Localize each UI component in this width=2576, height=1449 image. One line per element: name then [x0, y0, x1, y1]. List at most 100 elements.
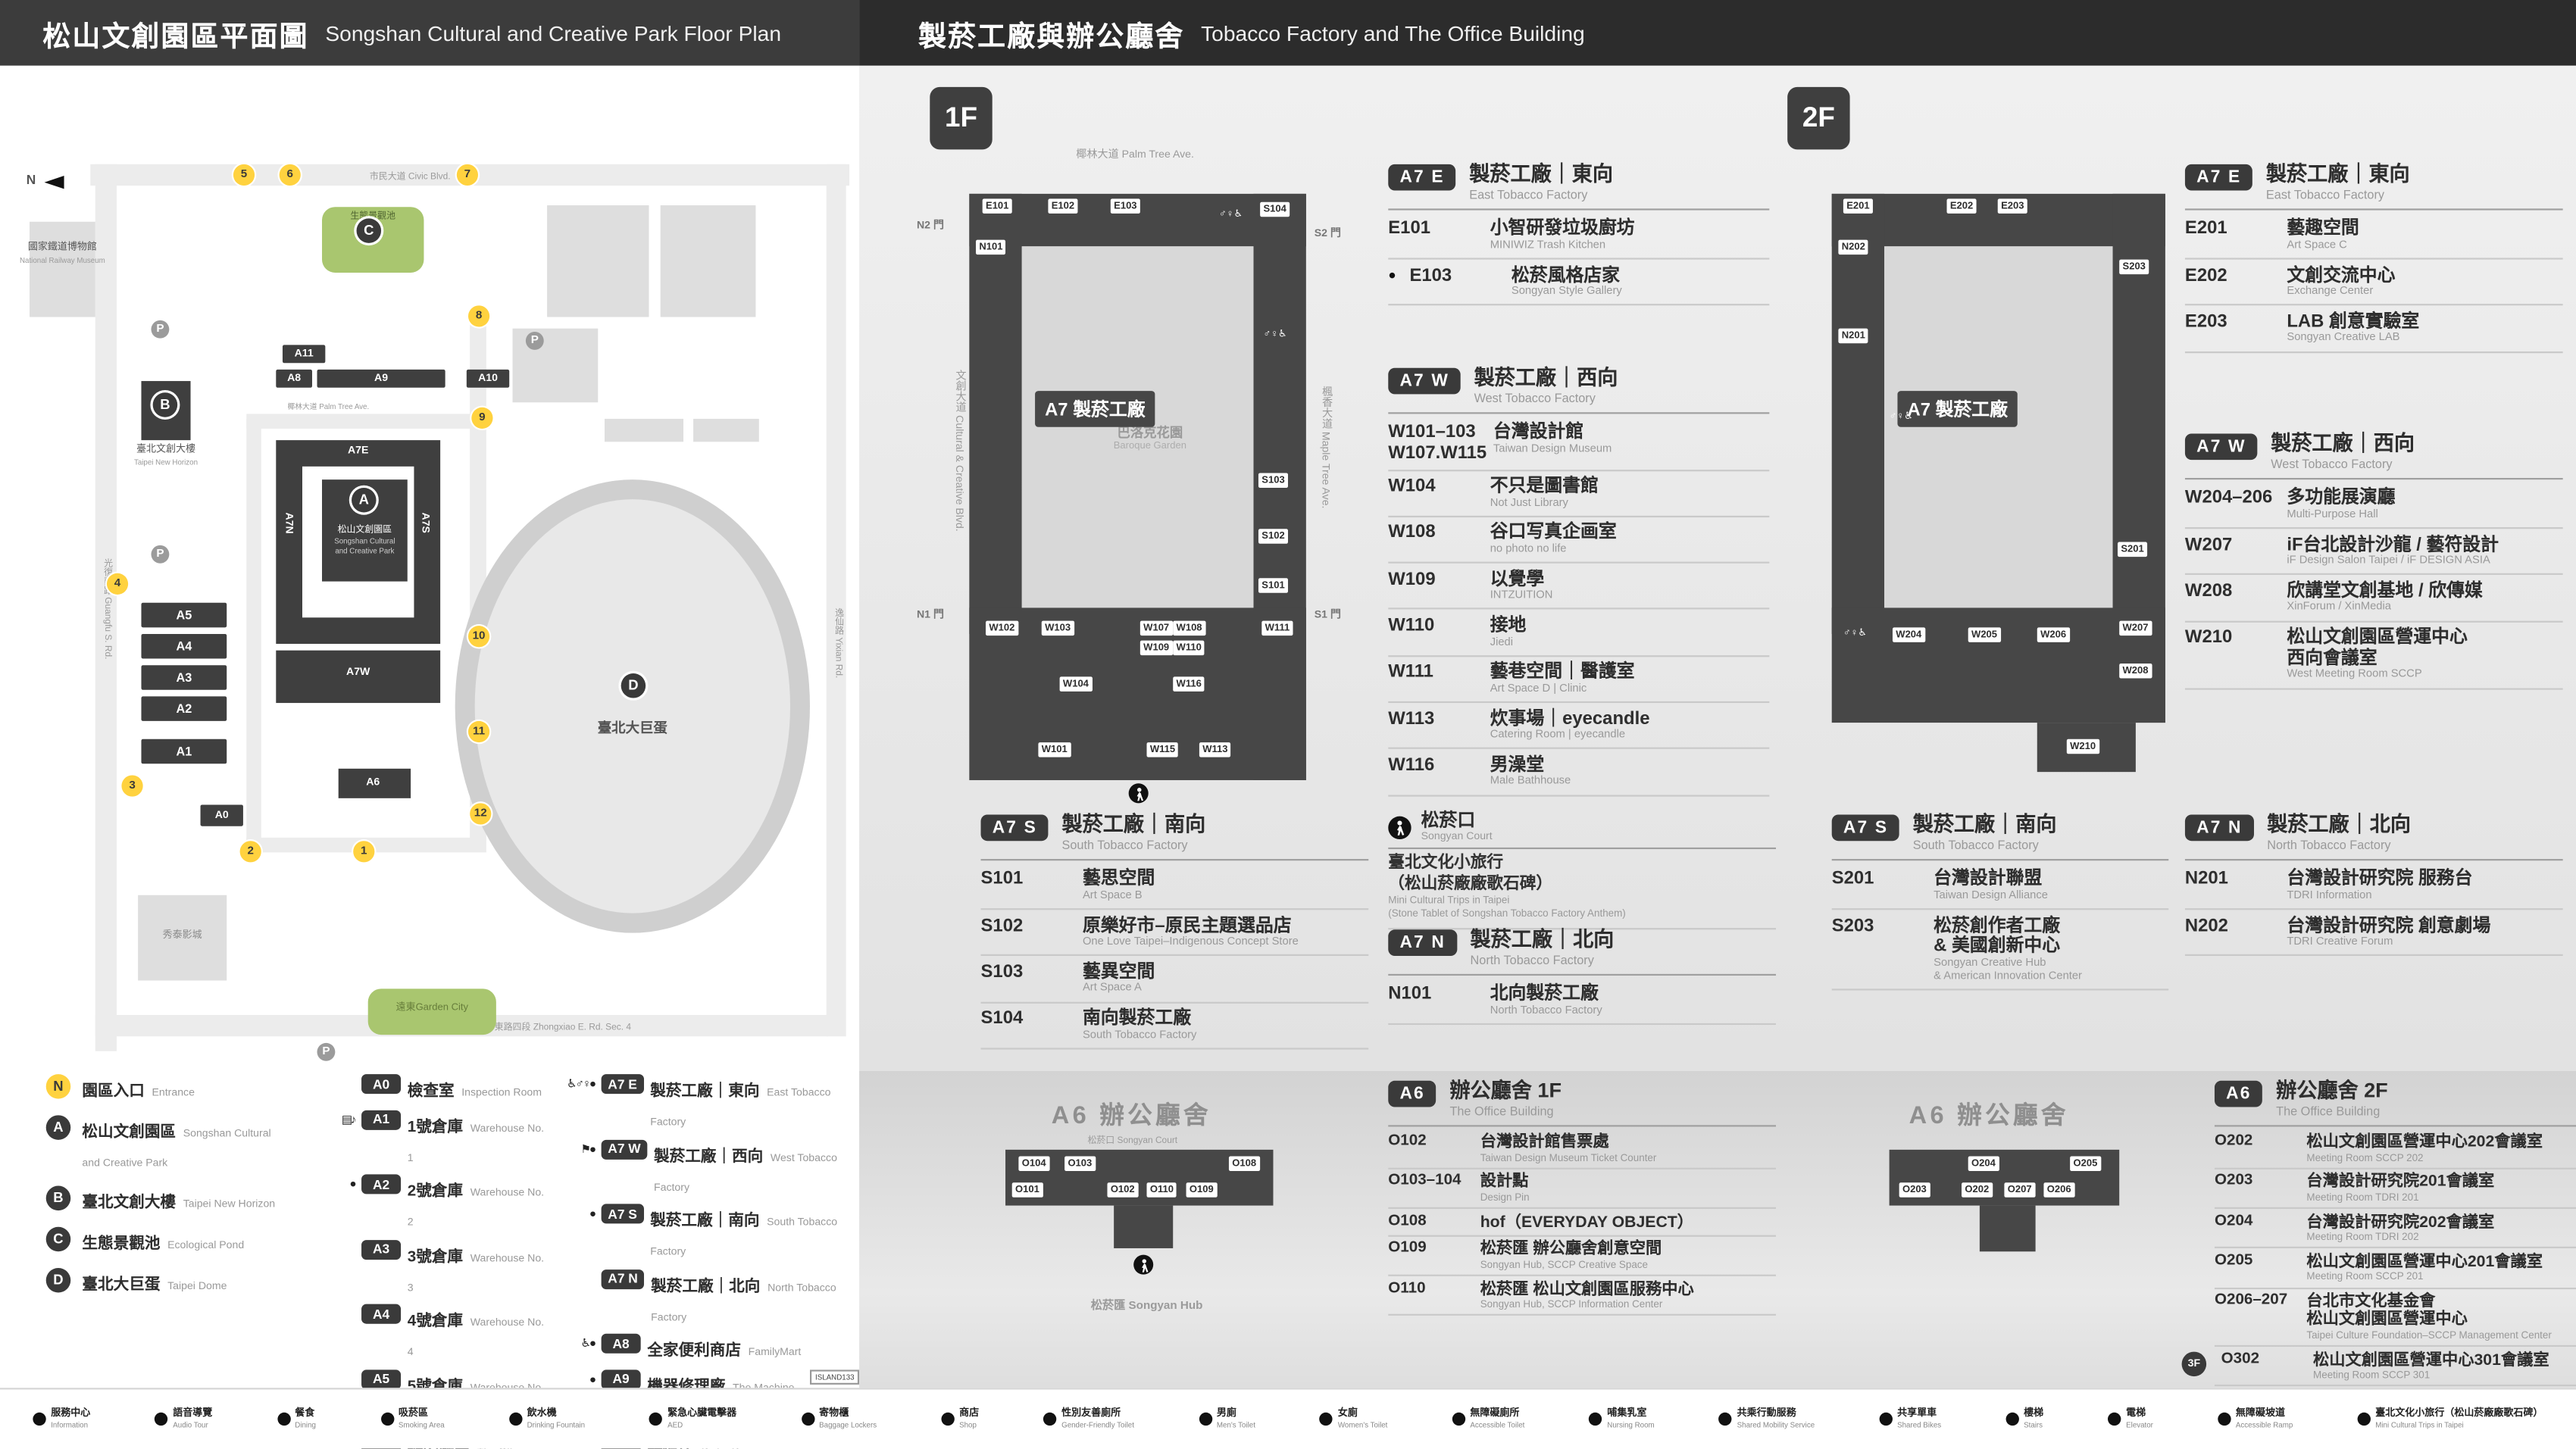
- section-title-en: East Tobacco Factory: [2265, 186, 2385, 202]
- room-name-zh: 台灣設計館: [1493, 422, 1584, 442]
- header-right-en: Tobacco Factory and The Office Building: [1201, 20, 1585, 45]
- section-header: A7 E 製菸工廠｜東向 East Tobacco Factory: [2184, 163, 2563, 211]
- legend-row: A0 檢查室 Inspection Room: [315, 1074, 549, 1104]
- amenity-label-zh: 餐食: [295, 1408, 315, 1419]
- street-label-maple-ave: 楓香大道 Maple Tree Ave.: [1319, 386, 1331, 509]
- room-name-zh: 多功能展演廳: [2287, 488, 2396, 508]
- entrance-marker-11: 11: [467, 720, 490, 743]
- songyan-hub-person-icon: [1133, 1254, 1154, 1275]
- plan-room-e103: E103: [1110, 198, 1140, 214]
- room-row: O109 松菸匯 辦公廳舍創意空間 Songyan Hub, SCCP Crea…: [1388, 1237, 1777, 1277]
- legend-row: ● A7 S 製菸工廠｜南向 South Tobacco Factory: [555, 1204, 859, 1263]
- aed-icon: [649, 1412, 663, 1426]
- railway-museum-en: National Railway Museum: [19, 255, 105, 264]
- section-title-en: Songyan Court: [1421, 831, 1493, 843]
- marker-c-ecological-pond: C: [356, 218, 382, 243]
- gate-n1-label: N1 門: [916, 609, 944, 621]
- legend-name-en: Taipei New Horizon: [183, 1198, 276, 1211]
- room-list-2f-north: N201 台灣設計研究院 服務台 TDRI Information N202 台…: [2184, 863, 2563, 957]
- room-name-en: Songyan Hub, SCCP Information Center: [1480, 1298, 1663, 1311]
- section-title-en: South Tobacco Factory: [1912, 837, 2039, 852]
- plan-room-w110: W110: [1173, 640, 1205, 656]
- area-c-marker: C: [45, 1226, 71, 1252]
- section-header: A7 N 製菸工廠｜北向 North Tobacco Factory: [2184, 814, 2563, 860]
- plan-room-w205: W205: [1968, 627, 2001, 642]
- amenity-label-zh: 寄物櫃: [819, 1408, 849, 1419]
- room-name-en: Meeting Room TDRI 201: [2306, 1191, 2419, 1204]
- room-row: E203 LAB 創意實驗室 Songyan Creative LAB: [2184, 306, 2563, 353]
- amenity-label-en: AED: [667, 1420, 683, 1429]
- section-title-zh: 辦公廳舍 1F: [1449, 1079, 1562, 1102]
- road-yixian-rd: [826, 164, 846, 1037]
- map-a2-label: A2: [141, 696, 227, 721]
- amenity-label-en: Drinking Fountain: [527, 1420, 586, 1429]
- section-badge-a7w: A7 W: [1388, 367, 1462, 395]
- room-code: O103–104: [1388, 1172, 1462, 1190]
- room-row: W111 藝巷空間｜醫護室 Art Space D | Clinic: [1388, 657, 1770, 704]
- mens-toilet-icon: [1199, 1412, 1212, 1426]
- amenity-label-en: Mini Cultural Trips in Taipei: [2375, 1420, 2464, 1429]
- room-row: O110 松菸匯 松山文創園區服務中心 Songyan Hub, SCCP In…: [1388, 1276, 1777, 1316]
- legend-amenity-icons: ●: [589, 1208, 596, 1221]
- plan-room-w108: W108: [1173, 620, 1205, 636]
- plan-room-o103: O103: [1064, 1156, 1096, 1172]
- room-code: O302: [2221, 1349, 2260, 1368]
- section-badge-a7w: A7 W: [2184, 433, 2258, 461]
- room-code: W207: [2184, 534, 2233, 554]
- plan-room-n201: N201: [1838, 328, 1869, 344]
- room-code: O203: [2214, 1172, 2253, 1190]
- plan-room-n101: N101: [976, 239, 1006, 255]
- legend-name-en: Songshan Cultural and Creative Park: [82, 1128, 271, 1170]
- room-name-en: Meeting Room TDRI 202: [2306, 1232, 2419, 1244]
- legend-name-zh: 臺北大巨蛋: [82, 1276, 161, 1294]
- legend-row: A7 N 製菸工廠｜北向 North Tobacco Factory: [555, 1269, 859, 1328]
- legend-name-en: Warehouse No. 4: [407, 1317, 545, 1359]
- room-code: E203: [2184, 311, 2227, 332]
- section-header: A6 辦公廳舍 1F The Office Building: [1388, 1079, 1777, 1126]
- amenity-label-zh: 緊急心臟電擊器: [667, 1408, 737, 1419]
- amenity-item: 女廁 Women's Toilet: [1320, 1409, 1387, 1429]
- floor-2f-badge: 2F: [1787, 86, 1850, 150]
- room-row: S103 藝異空間 Art Space A: [980, 957, 1369, 1004]
- road-guangfu-s-rd: [95, 164, 117, 1051]
- plan-room-e101: E101: [982, 198, 1012, 214]
- room-name-zh: 原樂好市–原民主題選品店: [1082, 915, 1292, 935]
- room-icon: ●: [1388, 267, 1396, 282]
- garden-city-block: [367, 988, 496, 1035]
- room-name-en: South Tobacco Factory: [1082, 1029, 1197, 1041]
- amenity-item: 樓梯 Stairs: [2005, 1409, 2043, 1429]
- amenity-label-en: Accessible Ramp: [2235, 1420, 2293, 1429]
- legend-row: A 松山文創園區 Songshan Cultural and Creative …: [45, 1115, 317, 1174]
- legend-name-zh: 松山文創園區: [82, 1123, 177, 1142]
- room-name-zh: 松菸匯 松山文創園區服務中心: [1480, 1280, 1694, 1299]
- legend-name-zh: 生態景觀池: [82, 1235, 161, 1254]
- room-row: O108 hof（EVERYDAY OBJECT）: [1388, 1209, 1777, 1237]
- street-label-cultural-blvd: 文創大道 Cultural & Creative Blvd.: [952, 369, 964, 532]
- plan-1f-courtyard: [1021, 246, 1254, 608]
- amenity-label-en: Audio Tour: [173, 1420, 208, 1429]
- map-a4-label: A4: [141, 633, 227, 659]
- section-2f-north-tobacco-factory: A7 N 製菸工廠｜北向 North Tobacco Factory N201 …: [2184, 814, 2563, 957]
- gender-friendly-toilet-icon: [1043, 1412, 1057, 1426]
- plan-room-s101: S101: [1258, 578, 1289, 593]
- room-name-en: Design Pin: [1480, 1191, 1530, 1204]
- plan-room-w102: W102: [986, 620, 1018, 636]
- room-row: N202 台灣設計研究院 創意劇場 TDRI Creative Forum: [2184, 910, 2563, 957]
- map-a0-label: A0: [200, 804, 243, 826]
- gate-s2-label: S2 門: [1314, 228, 1341, 240]
- legend-name-zh: 製菸工廠｜北向: [651, 1276, 761, 1295]
- amenity-label-zh: 吸菸區: [398, 1408, 428, 1419]
- plan-room-s203: S203: [2119, 259, 2149, 275]
- section-title-en: South Tobacco Factory: [1061, 837, 1188, 852]
- section-1f-east-tobacco-factory: A7 E 製菸工廠｜東向 East Tobacco Factory E101 小…: [1388, 163, 1770, 307]
- section-2f-east-tobacco-factory: A7 E 製菸工廠｜東向 East Tobacco Factory E201 藝…: [2184, 163, 2563, 353]
- room-name-zh: iF台北設計沙龍 / 藝符設計: [2287, 534, 2499, 554]
- legend-amenity-icons: ▤♪: [341, 1114, 357, 1126]
- map-a3-label: A3: [141, 665, 227, 690]
- room-name-zh: 台灣設計研究院202會議室: [2306, 1213, 2495, 1232]
- audio-tour-icon: [155, 1412, 168, 1426]
- room-row: W104 不只是圖書館 Not Just Library: [1388, 470, 1770, 517]
- building-code-badge: A1: [361, 1109, 402, 1129]
- room-name-en: XinForum / XinMedia: [2287, 601, 2391, 614]
- room-list-1f-north: N101 北向製菸工廠 North Tobacco Factory: [1388, 979, 1777, 1026]
